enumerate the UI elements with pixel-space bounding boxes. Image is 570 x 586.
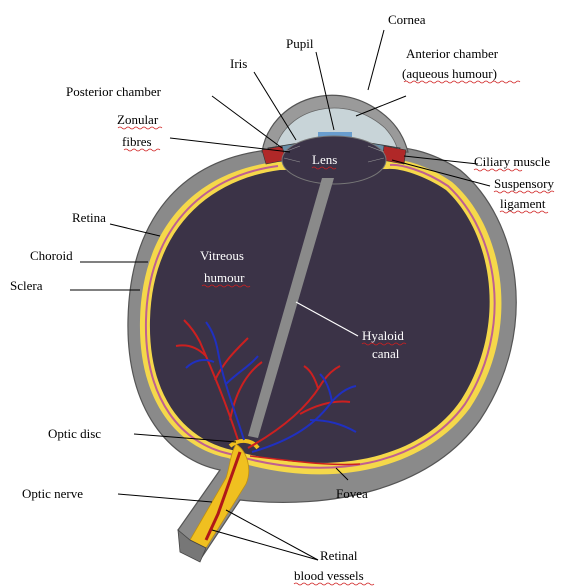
label-choroid: Choroid (30, 248, 73, 263)
label-fovea: Fovea (336, 486, 368, 501)
label-optic-disc: Optic disc (48, 426, 101, 441)
label-sclera: Sclera (10, 278, 43, 293)
label-retina: Retina (72, 210, 106, 225)
label-suspensory-line1: Suspensory (494, 176, 554, 191)
label-hyaloid-line2: canal (372, 346, 400, 361)
label-anterior-chamber-line2: (aqueous humour) (402, 66, 497, 81)
label-anterior-chamber-line1: Anterior chamber (406, 46, 499, 61)
label-ciliary-muscle: Ciliary muscle (474, 154, 550, 169)
label-retinal-vessels-line1: Retinal (320, 548, 358, 563)
label-cornea: Cornea (388, 12, 426, 27)
label-zonular-line1: Zonular (117, 112, 159, 127)
label-posterior-chamber: Posterior chamber (66, 84, 162, 99)
label-optic-nerve: Optic nerve (22, 486, 83, 501)
label-pupil: Pupil (286, 36, 314, 51)
label-iris: Iris (230, 56, 247, 71)
label-vitreous-line1: Vitreous (200, 248, 244, 263)
label-vitreous-line2: humour (204, 270, 245, 285)
label-suspensory-line2: ligament (500, 196, 546, 211)
label-zonular-line2: fibres (122, 134, 152, 149)
label-lens: Lens (312, 152, 337, 167)
label-hyaloid-line1: Hyaloid (362, 328, 404, 343)
label-retinal-vessels-line2: blood vessels (294, 568, 364, 583)
